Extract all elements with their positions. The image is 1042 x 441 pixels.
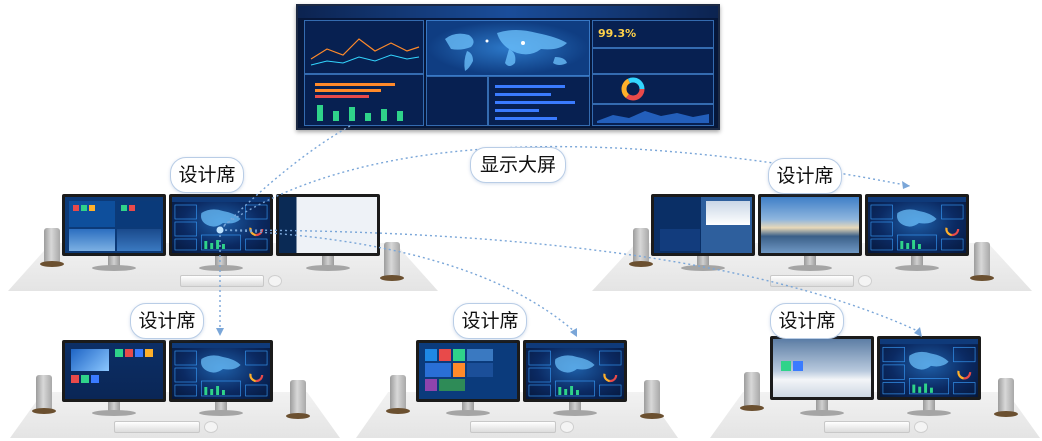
speaker-icon: [36, 375, 52, 411]
screen-document: [279, 197, 377, 253]
monitor: [62, 194, 166, 256]
speaker-icon: [633, 228, 649, 264]
mini-dashboard-graphic: [172, 343, 270, 397]
mouse-icon: [858, 275, 872, 287]
monitor: [62, 340, 166, 402]
screen-wallpaper: [761, 197, 859, 253]
screen-dashboard: [172, 197, 270, 253]
monitor: [770, 336, 874, 400]
kpi-value: 99.3%: [598, 27, 637, 40]
seat-label-top-right: 设计席: [768, 158, 842, 194]
wall-panel-line-chart: [304, 20, 424, 74]
seat-label-bottom-left: 设计席: [130, 303, 204, 339]
mini-dashboard-graphic: [526, 343, 624, 397]
speaker-icon: [744, 372, 760, 408]
screen-dashboard: [526, 343, 624, 399]
screen-dashboard: [880, 339, 978, 397]
keyboard-icon: [770, 275, 854, 287]
monitor: [865, 194, 969, 256]
mini-dashboard-graphic: [172, 197, 270, 251]
wall-world-map: [426, 20, 590, 76]
screen-start-tiles: [65, 343, 163, 399]
mouse-icon: [914, 421, 928, 433]
speaker-icon: [644, 380, 660, 416]
monitor: [416, 340, 520, 402]
wall-panel-area: [592, 104, 714, 126]
screen-start-tiles: [654, 197, 752, 253]
keyboard-icon: [180, 275, 264, 287]
mouse-icon: [268, 275, 282, 287]
mini-dashboard-graphic: [868, 197, 966, 251]
speaker-icon: [384, 242, 400, 278]
keyboard-icon: [114, 421, 200, 433]
wall-panel-kpi: 99.3%: [592, 20, 714, 48]
monitor: [877, 336, 981, 400]
center-label: 显示大屏: [479, 154, 556, 176]
wall-panel-donut: [592, 74, 714, 104]
wall-panel-hbars: [488, 76, 590, 126]
seat-label-bottom-middle: 设计席: [453, 303, 527, 339]
seat-label-top-left: 设计席: [170, 157, 244, 193]
display-wall-header: [298, 6, 718, 18]
screen-start-tiles: [419, 343, 517, 399]
mouse-icon: [560, 421, 574, 433]
monitor: [758, 194, 862, 256]
center-label-bubble: 显示大屏: [470, 147, 566, 183]
display-wall: 99.3%: [296, 4, 720, 130]
wall-panel-bars: [304, 74, 424, 126]
mouse-icon: [204, 421, 218, 433]
speaker-icon: [290, 380, 306, 416]
wall-panel-table: [426, 76, 488, 126]
monitor: [523, 340, 627, 402]
keyboard-icon: [824, 421, 910, 433]
screen-dashboard: [868, 197, 966, 253]
screen-wallpaper: [773, 339, 871, 397]
speaker-icon: [974, 242, 990, 278]
speaker-icon: [998, 378, 1014, 414]
keyboard-icon: [470, 421, 556, 433]
monitor: [276, 194, 380, 256]
monitor: [651, 194, 755, 256]
speaker-icon: [44, 228, 60, 264]
seat-label-bottom-right: 设计席: [770, 303, 844, 339]
monitor: [169, 340, 273, 402]
speaker-icon: [390, 375, 406, 411]
wall-panel-stats: [592, 48, 714, 74]
monitor: [169, 194, 273, 256]
mini-dashboard-graphic: [880, 339, 978, 395]
screen-dashboard: [172, 343, 270, 399]
screen-start-tiles: [65, 197, 163, 253]
